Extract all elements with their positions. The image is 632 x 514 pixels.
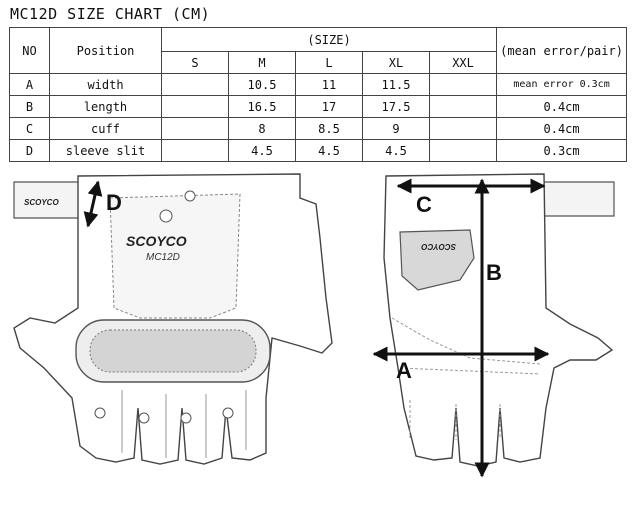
row-position: cuff [49, 117, 162, 140]
palm-pad [399, 229, 475, 291]
brand-logo-palm: SCOYCO [421, 242, 456, 251]
cell-s [161, 117, 229, 140]
row-no: B [9, 95, 50, 118]
row-position: sleeve slit [49, 139, 162, 162]
header-size-xl: XL [362, 51, 430, 74]
palm-wrist-strap [539, 181, 615, 217]
glove-palm-view: SCOYCO C B A [372, 173, 615, 478]
row-no: D [9, 139, 50, 162]
row-error: mean error 0.3cm [496, 73, 628, 96]
row-no: C [9, 117, 50, 140]
cell-l: 11 [295, 73, 363, 96]
back-panel [109, 193, 241, 319]
row-error: 0.3cm [496, 139, 628, 162]
cell-s [161, 95, 229, 118]
dimension-b-label: B [486, 260, 502, 285]
cell-l: 4.5 [295, 139, 363, 162]
header-size-m: M [228, 51, 296, 74]
glove-palm-outline [383, 173, 614, 467]
brand-logo-back: SCOYCO [126, 233, 187, 249]
cell-xxl [428, 139, 498, 162]
row-error: 0.4cm [496, 95, 628, 118]
table-size-header-row: S M L XL XXL [10, 51, 627, 74]
cell-s [161, 139, 229, 162]
header-size-l: L [295, 51, 363, 74]
cell-xl: 9 [362, 117, 430, 140]
table-row: A width 10.5 11 11.5 mean error 0.3cm [9, 73, 628, 96]
page-title: MC12D SIZE CHART (CM) [10, 5, 211, 23]
cell-xxl [428, 73, 498, 96]
glove-diagrams: SCOYCO MC12D SCOYCO D SCOYCO C B A [13, 173, 615, 478]
size-table: NO Position (SIZE) (mean error/pair) S M… [9, 27, 628, 162]
knuckle-guard-inner [89, 329, 257, 373]
cell-xl: 4.5 [362, 139, 430, 162]
cell-s [161, 73, 229, 96]
row-error: 0.4cm [496, 117, 628, 140]
dimension-a-label: A [396, 358, 412, 383]
cell-m: 16.5 [228, 95, 296, 118]
cell-m: 4.5 [228, 139, 296, 162]
glove-back-view: SCOYCO MC12D SCOYCO D [13, 173, 333, 465]
brand-logo-strap: SCOYCO [24, 198, 59, 207]
finger-rivets [94, 190, 234, 424]
cell-m: 8 [228, 117, 296, 140]
header-no: NO [9, 27, 50, 74]
dimension-c-label: C [416, 192, 432, 217]
cell-l: 8.5 [295, 117, 363, 140]
table-row: C cuff 8 8.5 9 0.4cm [9, 117, 628, 140]
finger-seams [121, 390, 247, 458]
row-no: A [9, 73, 50, 96]
cell-m: 10.5 [228, 73, 296, 96]
header-size-xxl: XXL [428, 51, 498, 74]
header-size-s: S [161, 51, 229, 74]
cell-xxl [428, 95, 498, 118]
model-logo-back: MC12D [146, 252, 180, 263]
header-size-group: (SIZE) [160, 27, 498, 52]
glove-back-outline [13, 173, 333, 465]
table-row: B length 16.5 17 17.5 0.4cm [9, 95, 628, 118]
table-row: D sleeve slit 4.5 4.5 4.5 0.3cm [9, 139, 628, 162]
dimension-d-label: D [106, 190, 122, 215]
cell-xl: 17.5 [362, 95, 430, 118]
table-header-row: NO Position (SIZE) (mean error/pair) [9, 27, 628, 74]
row-position: length [49, 95, 162, 118]
header-mean-error: (mean error/pair) [496, 27, 628, 74]
cell-xxl [428, 117, 498, 140]
cell-l: 17 [295, 95, 363, 118]
dimension-d-arrow [83, 180, 103, 228]
header-position: Position [49, 27, 162, 74]
cell-xl: 11.5 [362, 73, 430, 96]
row-position: width [49, 73, 162, 96]
